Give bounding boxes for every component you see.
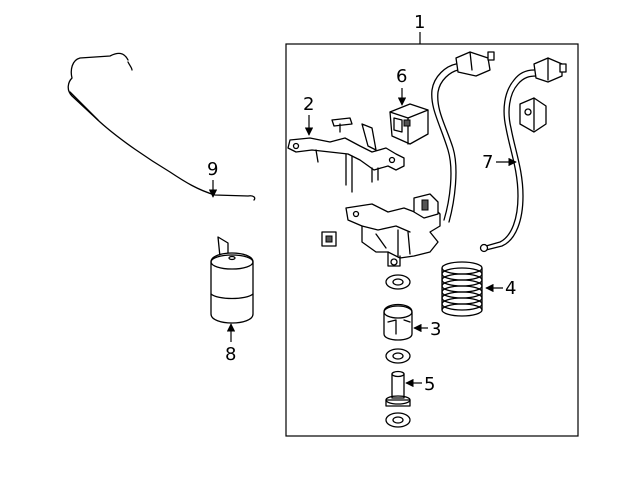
part-4-coil-spring [441,261,483,317]
part-2-bracket [287,123,405,193]
washer-upper [385,274,411,290]
callout-8: 8 [225,344,236,365]
callout-1: 1 [414,12,425,33]
callout-7: 7 [482,152,493,173]
bolt-small [331,117,353,133]
callout-2: 2 [303,94,314,115]
part-6-relay [389,103,429,145]
connector-clip [321,231,337,247]
harness-left [431,51,495,223]
callout-4: 4 [505,278,516,299]
callout-9: 9 [207,159,218,180]
callout-6: 6 [396,66,407,87]
callout-3: 3 [430,319,441,340]
washer-lower [385,348,411,364]
part-9-air-line [67,52,256,201]
compressor-assembly [345,193,441,267]
kit-frame [285,43,579,437]
washer-bottom [385,412,411,428]
part-3-isolator [383,303,413,341]
part-5-bolt [385,370,411,407]
callout-5: 5 [424,374,435,395]
part-7-harness [479,57,567,253]
part-8-air-tank [210,236,254,324]
